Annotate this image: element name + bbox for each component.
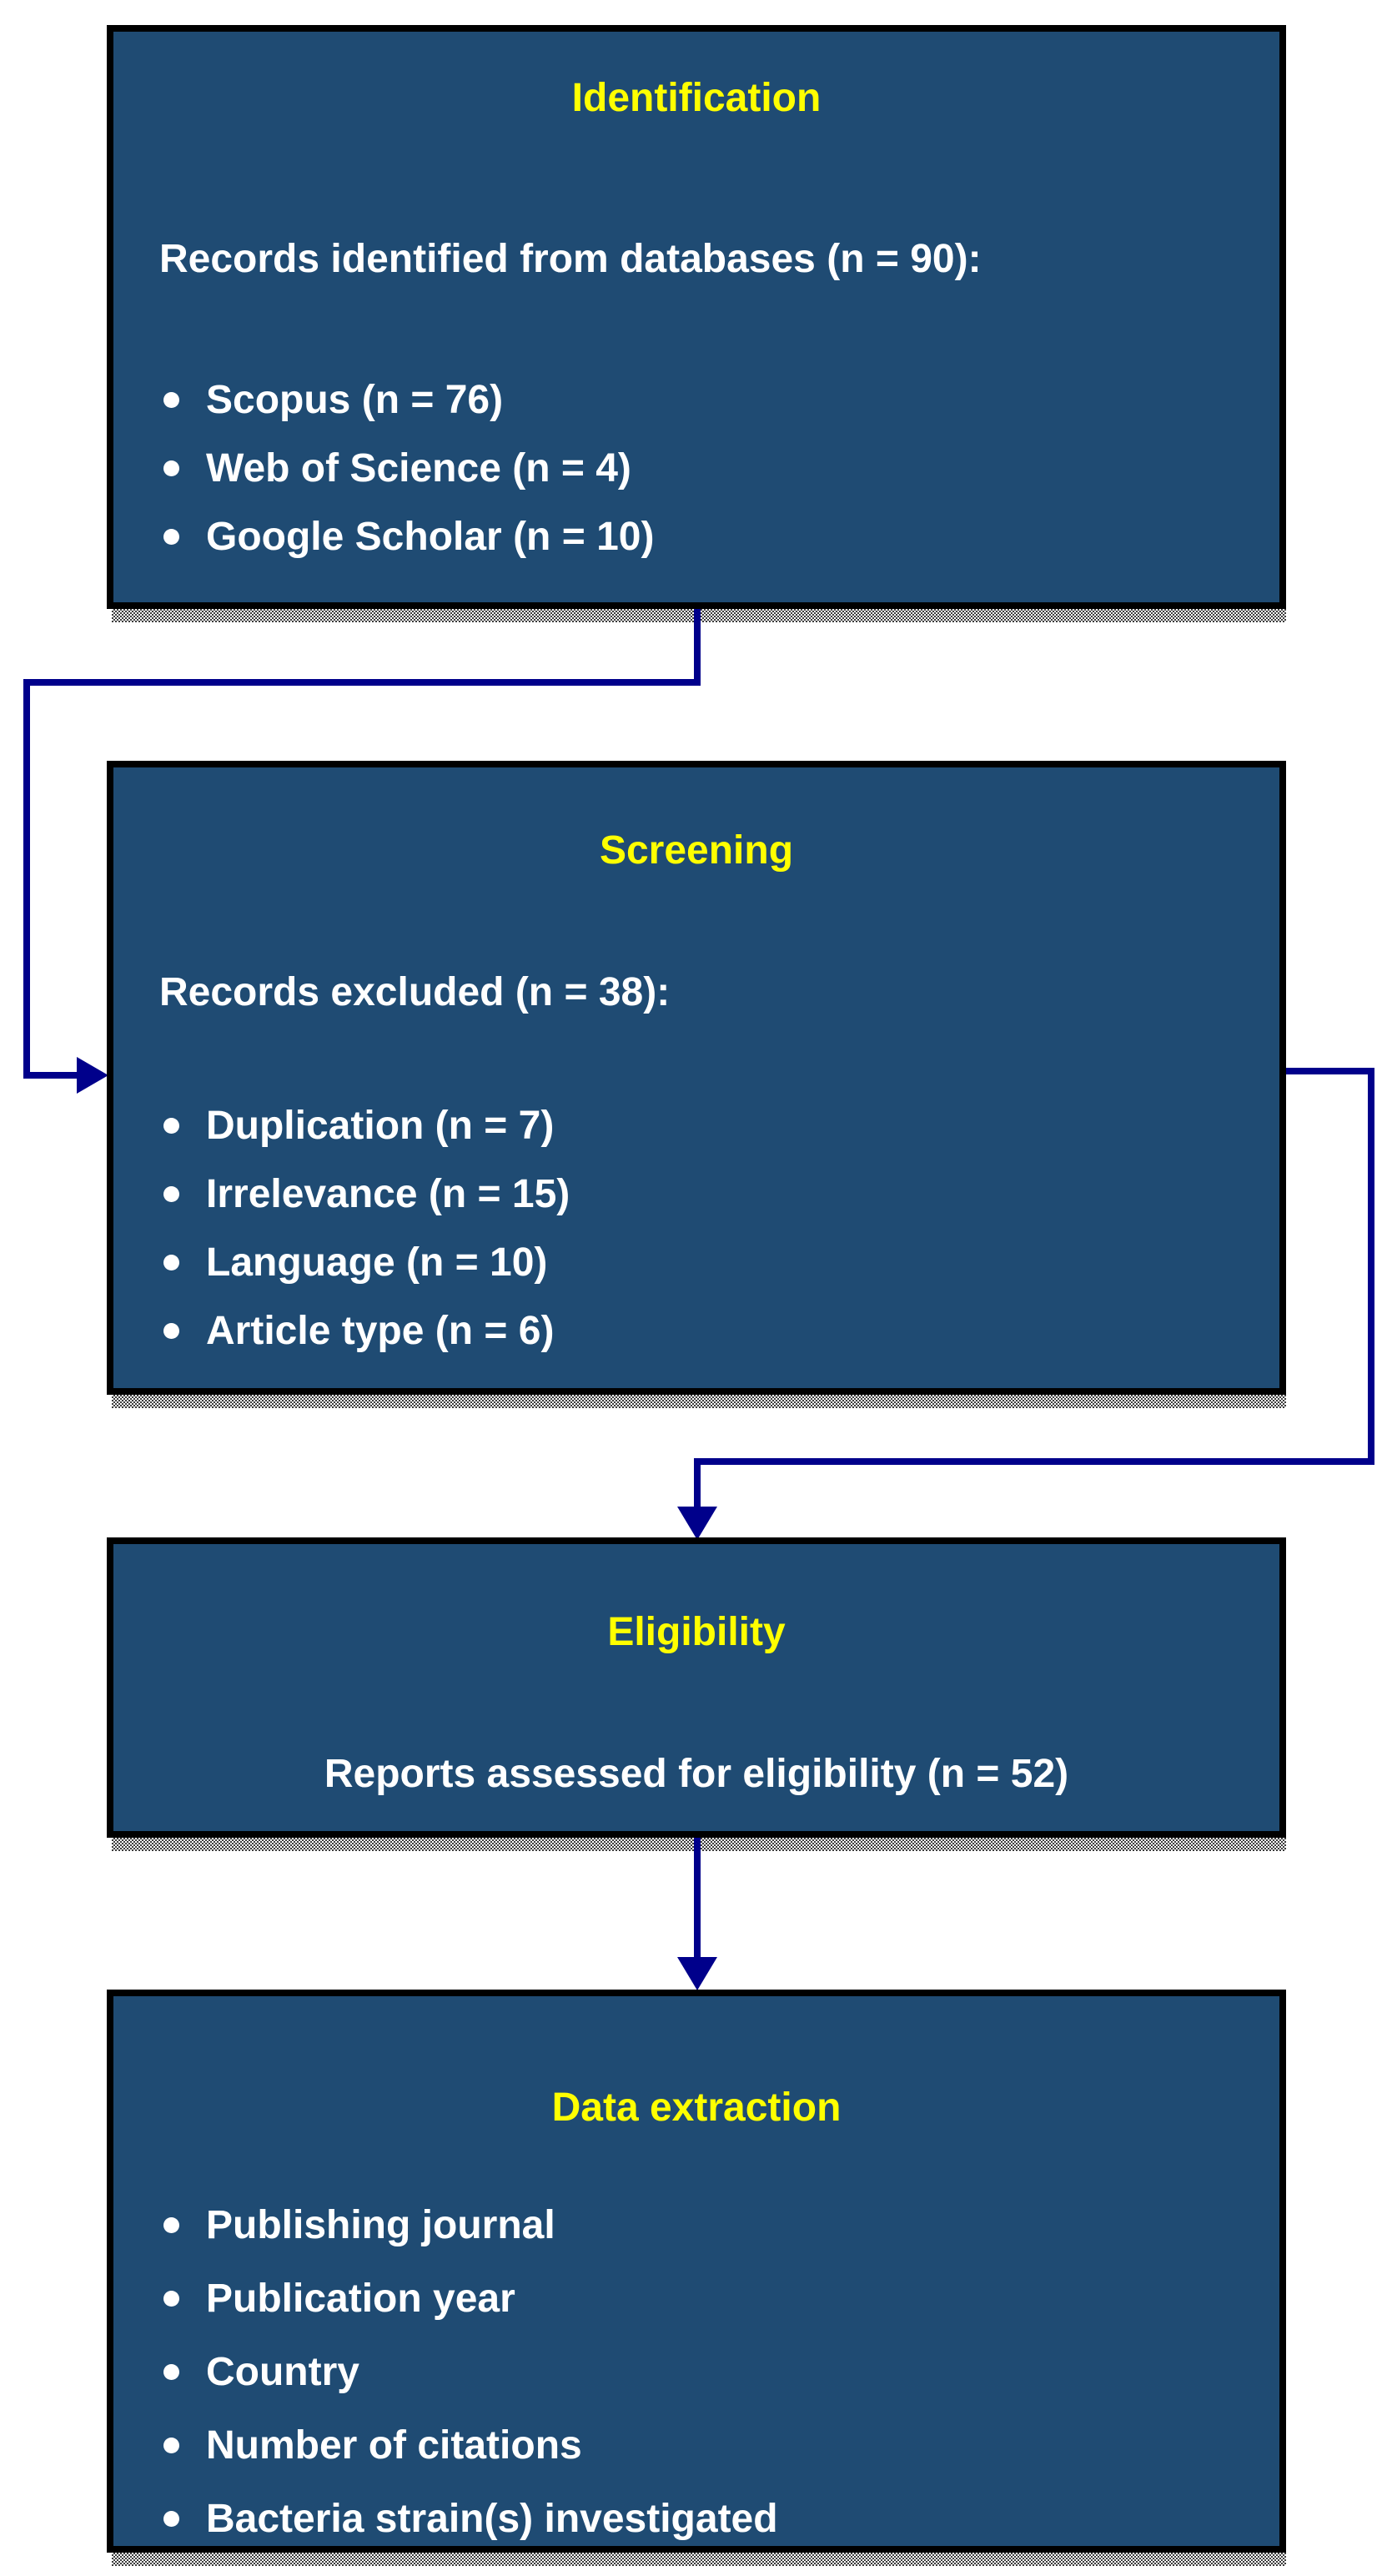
bullet-item: Duplication (n = 7) [163, 1091, 1263, 1160]
data-extraction-title: Data extraction [551, 2085, 842, 2130]
data-extraction-box: Data extraction Publishing journal Publi… [107, 1990, 1286, 2553]
connector-identification-left [23, 679, 701, 686]
bullet-item: Google Scholar (n = 10) [163, 502, 1263, 571]
connector-identification-down [694, 602, 701, 686]
identification-box: Identification Records identified from d… [107, 25, 1286, 609]
bullet-item: Article type (n = 6) [163, 1296, 1263, 1365]
arrowhead-down-icon [677, 1507, 717, 1540]
identification-lead-text: Records identified from databases (n = 9… [159, 237, 982, 281]
eligibility-box: Eligibility Reports assessed for eligibi… [107, 1537, 1286, 1838]
screening-box-shadow [112, 1395, 1286, 1408]
identification-title: Identification [571, 76, 822, 120]
bullet-item: Scopus (n = 76) [163, 365, 1263, 434]
screening-box: Screening Records excluded (n = 38): Dup… [107, 761, 1286, 1395]
connector-identification-descend [23, 679, 30, 1079]
data-extraction-bullet-list: Publishing journal Publication year Coun… [163, 2188, 1263, 2555]
connector-eligibility-down [694, 1838, 701, 1957]
bullet-item: Country [163, 2335, 1263, 2408]
bullet-item: Irrelevance (n = 15) [163, 1160, 1263, 1228]
eligibility-lead-text: Reports assessed for eligibility (n = 52… [324, 1752, 1069, 1796]
connector-into-eligibility [694, 1458, 701, 1510]
data-extraction-box-shadow [112, 2553, 1286, 2566]
connector-into-screening [23, 1072, 78, 1079]
screening-bullet-list: Duplication (n = 7) Irrelevance (n = 15)… [163, 1091, 1263, 1365]
bullet-item: Number of citations [163, 2408, 1263, 2482]
eligibility-title: Eligibility [607, 1610, 786, 1654]
arrowhead-down-icon [677, 1957, 717, 1990]
screening-title: Screening [599, 828, 794, 873]
connector-screening-left [697, 1458, 1374, 1465]
identification-bullet-list: Scopus (n = 76) Web of Science (n = 4) G… [163, 365, 1263, 571]
connector-screening-right [1279, 1068, 1374, 1074]
bullet-item: Publishing journal [163, 2188, 1263, 2262]
connector-screening-descend [1368, 1068, 1374, 1465]
bullet-item: Web of Science (n = 4) [163, 434, 1263, 502]
screening-lead-text: Records excluded (n = 38): [159, 970, 671, 1014]
arrowhead-right-icon [77, 1057, 108, 1094]
bullet-item: Bacteria strain(s) investigated [163, 2482, 1263, 2555]
bullet-item: Publication year [163, 2262, 1263, 2335]
bullet-item: Language (n = 10) [163, 1228, 1263, 1296]
